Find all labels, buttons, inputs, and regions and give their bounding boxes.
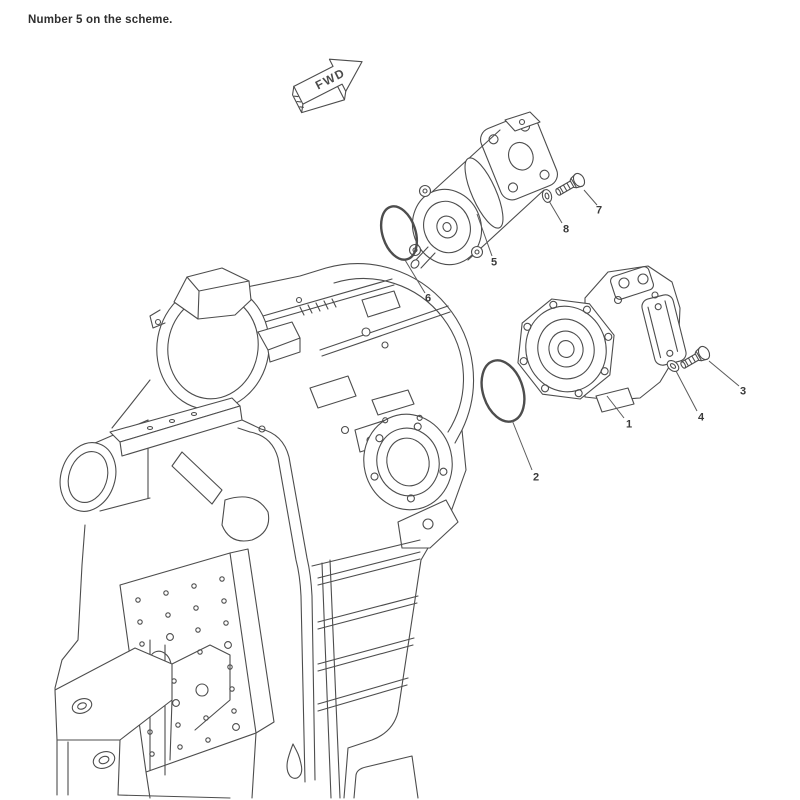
part-4-washer xyxy=(666,360,680,372)
callout-2: 2 xyxy=(532,471,540,484)
fwd-arrow-icon: FWD xyxy=(292,58,363,114)
part-1-main-pump xyxy=(517,265,687,413)
scheme-note: Number 5 on the scheme. xyxy=(28,14,173,26)
part-6-o-ring xyxy=(379,205,419,261)
callout-5: 5 xyxy=(490,256,498,269)
callout-4: 4 xyxy=(697,411,705,424)
pump-mount-flange xyxy=(363,413,453,511)
callout-6: 6 xyxy=(424,292,432,305)
callout-1: 1 xyxy=(625,418,633,431)
callout-3: 3 xyxy=(739,385,747,398)
transmission-housing xyxy=(54,263,475,799)
part-5-gear-pump xyxy=(408,111,558,269)
part-7-bolt xyxy=(555,172,586,196)
callout-8: 8 xyxy=(562,223,570,236)
callout-leader-lines xyxy=(404,189,740,471)
part-8-washer xyxy=(541,189,553,203)
callout-7: 7 xyxy=(595,204,603,217)
